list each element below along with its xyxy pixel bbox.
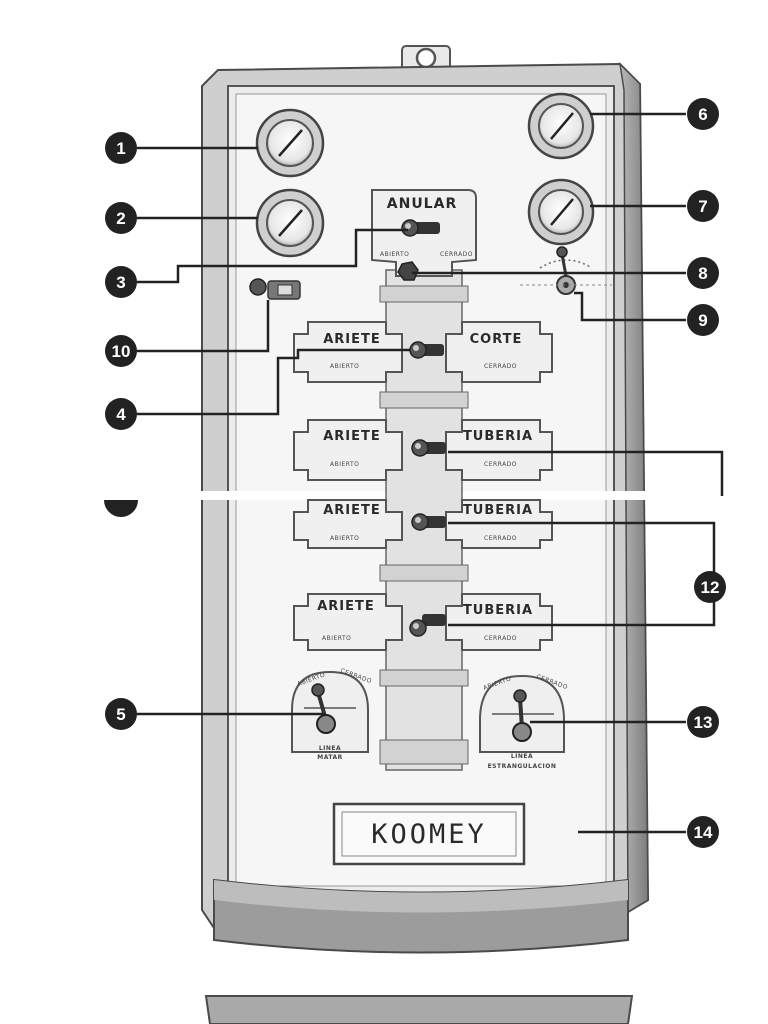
- regulator-knob[interactable]: [397, 261, 419, 281]
- gauge-2: [255, 188, 325, 258]
- ram-row-2: ARIETE TUBERIA ABIERTO CERRADO: [293, 419, 553, 481]
- callout-badges: 1 2 3 10 4 5 6 7: [104, 98, 726, 848]
- row1-left-sub: ABIERTO: [330, 363, 359, 370]
- brand-plate: KOOMEY: [332, 802, 526, 866]
- svg-text:13: 13: [694, 713, 713, 732]
- row4-toggle-switch[interactable]: [409, 614, 446, 637]
- auxiliary-toggle[interactable]: [249, 278, 301, 300]
- callout-badge-9: 9: [687, 304, 719, 336]
- svg-text:9: 9: [698, 311, 707, 330]
- leader-lines: [137, 112, 724, 834]
- svg-text:7: 7: [698, 197, 707, 216]
- callout-badge-4: 4: [105, 398, 137, 430]
- anular-block: ANULAR ABIERTO CERRADO: [371, 189, 477, 277]
- svg-text:6: 6: [698, 105, 707, 124]
- row3-left-label: ARIETE: [323, 503, 381, 518]
- row2-right-label: TUBERIA: [463, 429, 533, 444]
- row4-left-label: ARIETE: [317, 599, 375, 614]
- row4-right-label: TUBERIA: [463, 603, 533, 618]
- anular-closed-label: CERRADO: [440, 251, 473, 258]
- svg-text:1: 1: [116, 139, 125, 158]
- svg-text:10: 10: [112, 342, 131, 361]
- row2-right-sub: CERRADO: [484, 461, 517, 468]
- kill-line-label-2: MATAR: [317, 754, 343, 761]
- callout-badge-1: 1: [105, 132, 137, 164]
- row2-toggle-switch[interactable]: [411, 439, 446, 457]
- callout-badge-7: 7: [687, 190, 719, 222]
- callout-badge-14: 14: [687, 816, 719, 848]
- kill-line-label-1: LINEA: [319, 745, 341, 752]
- callout-badge-3: 3: [105, 266, 137, 298]
- ram-row-4: ARIETE TUBERIA ABIERTO CERRADO: [293, 593, 553, 651]
- row4-right-sub: CERRADO: [484, 635, 517, 642]
- row3-left-sub: ABIERTO: [330, 535, 359, 542]
- callout-badge-8: 8: [687, 257, 719, 289]
- row3-right-label: TUBERIA: [463, 503, 533, 518]
- callout-badge-5: 5: [105, 698, 137, 730]
- choke-line-label-1: LINEA: [511, 753, 533, 760]
- anular-title: ANULAR: [387, 196, 457, 212]
- gauge-1: [255, 108, 325, 178]
- svg-text:2: 2: [116, 209, 125, 228]
- row1-toggle-switch[interactable]: [409, 341, 444, 359]
- callout-badge-10: 10: [105, 335, 137, 367]
- svg-text:14: 14: [694, 823, 713, 842]
- choke-line-valve-handle[interactable]: [512, 689, 532, 742]
- choke-line-label-2: ESTRANGULACION: [488, 763, 557, 770]
- row4-left-sub: ABIERTO: [322, 635, 351, 642]
- callout-badge-2: 2: [105, 202, 137, 234]
- row3-right-sub: CERRADO: [484, 535, 517, 542]
- svg-text:3: 3: [116, 273, 125, 292]
- kill-line-valve-handle[interactable]: [311, 683, 336, 734]
- svg-text:8: 8: [698, 264, 707, 283]
- row3-toggle-switch[interactable]: [411, 513, 446, 531]
- callout-badge-12: 12: [694, 571, 726, 603]
- row1-left-label: ARIETE: [323, 332, 381, 347]
- brand-name: KOOMEY: [371, 819, 487, 850]
- svg-text:12: 12: [701, 578, 720, 597]
- anular-open-label: ABIERTO: [380, 251, 409, 258]
- anular-toggle-switch[interactable]: [401, 219, 440, 237]
- callout-badge-13: 13: [687, 706, 719, 738]
- gauge-7: [527, 178, 595, 246]
- svg-text:4: 4: [116, 405, 126, 424]
- bypass-valve[interactable]: [520, 246, 612, 295]
- callout-badge-partial: [104, 500, 138, 517]
- ram-row-1: ARIETE CORTE ABIERTO CERRADO: [293, 321, 553, 383]
- row2-left-label: ARIETE: [323, 429, 381, 444]
- svg-text:5: 5: [116, 705, 125, 724]
- gauge-6: [527, 92, 595, 160]
- lower-cabinet-fragment: [204, 995, 634, 1024]
- row1-right-sub: CERRADO: [484, 363, 517, 370]
- row2-left-sub: ABIERTO: [330, 461, 359, 468]
- callout-badge-6: 6: [687, 98, 719, 130]
- row1-right-label: CORTE: [470, 332, 523, 347]
